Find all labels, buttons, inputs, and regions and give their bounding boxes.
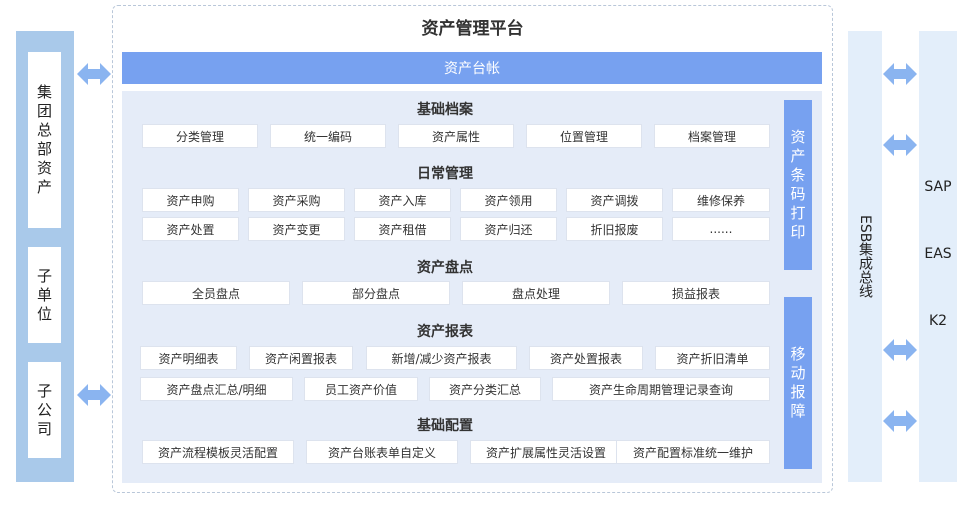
modules-panel: 基础档案 分类管理 统一编码 资产属性 位置管理 档案管理 日常管理 资产申购 … xyxy=(122,91,822,483)
module-box: 损益报表 xyxy=(622,281,770,305)
sub-unit-box: 子单位 xyxy=(28,247,61,343)
module-box: 分类管理 xyxy=(142,124,258,148)
module-box: 档案管理 xyxy=(654,124,770,148)
system-sap-label: SAP xyxy=(924,179,952,195)
sub-unit-label: 子单位 xyxy=(36,266,52,323)
module-box: 资产属性 xyxy=(398,124,514,148)
module-box: 资产领用 xyxy=(460,188,557,212)
module-box: 员工资产价值 xyxy=(304,377,418,401)
mobile-repair-bar: 移动报障 xyxy=(784,297,812,469)
module-box: 资产归还 xyxy=(460,217,557,241)
esb-bus-label: ESB集成总线 xyxy=(857,214,873,299)
left-entities-column: 集团总部资产 子单位 子公司 xyxy=(16,31,74,482)
module-box: 资产闲置报表 xyxy=(249,346,353,370)
mobile-repair-label: 移动报障 xyxy=(790,345,806,420)
barcode-print-bar: 资产条码打印 xyxy=(784,100,812,270)
external-systems-column: SAP EAS K2 xyxy=(919,31,957,482)
module-box: 资产配置标准统一维护 xyxy=(616,440,770,464)
double-arrow-icon xyxy=(77,384,111,406)
barcode-print-label: 资产条码打印 xyxy=(790,128,806,241)
group-hq-assets-label: 集团总部资产 xyxy=(36,83,52,196)
subsidiary-box: 子公司 xyxy=(28,362,61,458)
module-box: 资产生命周期管理记录查询 xyxy=(552,377,770,401)
module-box: ...... xyxy=(672,217,770,241)
module-box: 资产台账表单自定义 xyxy=(306,440,458,464)
module-box: 资产租借 xyxy=(354,217,451,241)
module-box: 资产处置报表 xyxy=(529,346,643,370)
module-box: 全员盘点 xyxy=(142,281,290,305)
esb-bus-column: ESB集成总线 xyxy=(848,31,882,482)
group-hq-assets-box: 集团总部资产 xyxy=(28,52,61,228)
system-k2-label: K2 xyxy=(928,313,948,329)
double-arrow-icon xyxy=(883,339,917,361)
module-box: 资产处置 xyxy=(142,217,239,241)
module-box: 位置管理 xyxy=(526,124,642,148)
module-box: 资产流程模板灵活配置 xyxy=(142,440,294,464)
double-arrow-icon xyxy=(883,410,917,432)
module-box: 部分盘点 xyxy=(302,281,450,305)
double-arrow-icon xyxy=(883,134,917,156)
basic-config-title: 基础配置 xyxy=(417,418,473,434)
module-box: 资产分类汇总 xyxy=(429,377,541,401)
double-arrow-icon xyxy=(77,63,111,85)
asset-ledger-bar: 资产台帐 xyxy=(122,52,822,84)
module-box: 资产申购 xyxy=(142,188,239,212)
module-box: 资产入库 xyxy=(354,188,451,212)
asset-inventory-title: 资产盘点 xyxy=(417,260,473,276)
module-box: 维修保养 xyxy=(672,188,770,212)
module-box: 资产变更 xyxy=(248,217,345,241)
module-box: 资产扩展属性灵活设置 xyxy=(470,440,622,464)
module-box: 资产折旧清单 xyxy=(655,346,770,370)
double-arrow-icon xyxy=(883,63,917,85)
platform-title: 资产管理平台 xyxy=(421,19,524,39)
module-box: 统一编码 xyxy=(270,124,386,148)
module-box: 资产采购 xyxy=(248,188,345,212)
basic-archive-title: 基础档案 xyxy=(417,102,473,118)
system-eas-label: EAS xyxy=(924,246,952,262)
asset-ledger-label: 资产台帐 xyxy=(444,61,500,77)
module-box: 折旧报废 xyxy=(566,217,663,241)
daily-management-title: 日常管理 xyxy=(417,166,473,182)
subsidiary-label: 子公司 xyxy=(36,381,52,438)
module-box: 新增/减少资产报表 xyxy=(366,346,517,370)
module-box: 资产明细表 xyxy=(140,346,237,370)
module-box: 盘点处理 xyxy=(462,281,610,305)
module-box: 资产调拨 xyxy=(566,188,663,212)
asset-report-title: 资产报表 xyxy=(417,324,473,340)
module-box: 资产盘点汇总/明细 xyxy=(140,377,293,401)
